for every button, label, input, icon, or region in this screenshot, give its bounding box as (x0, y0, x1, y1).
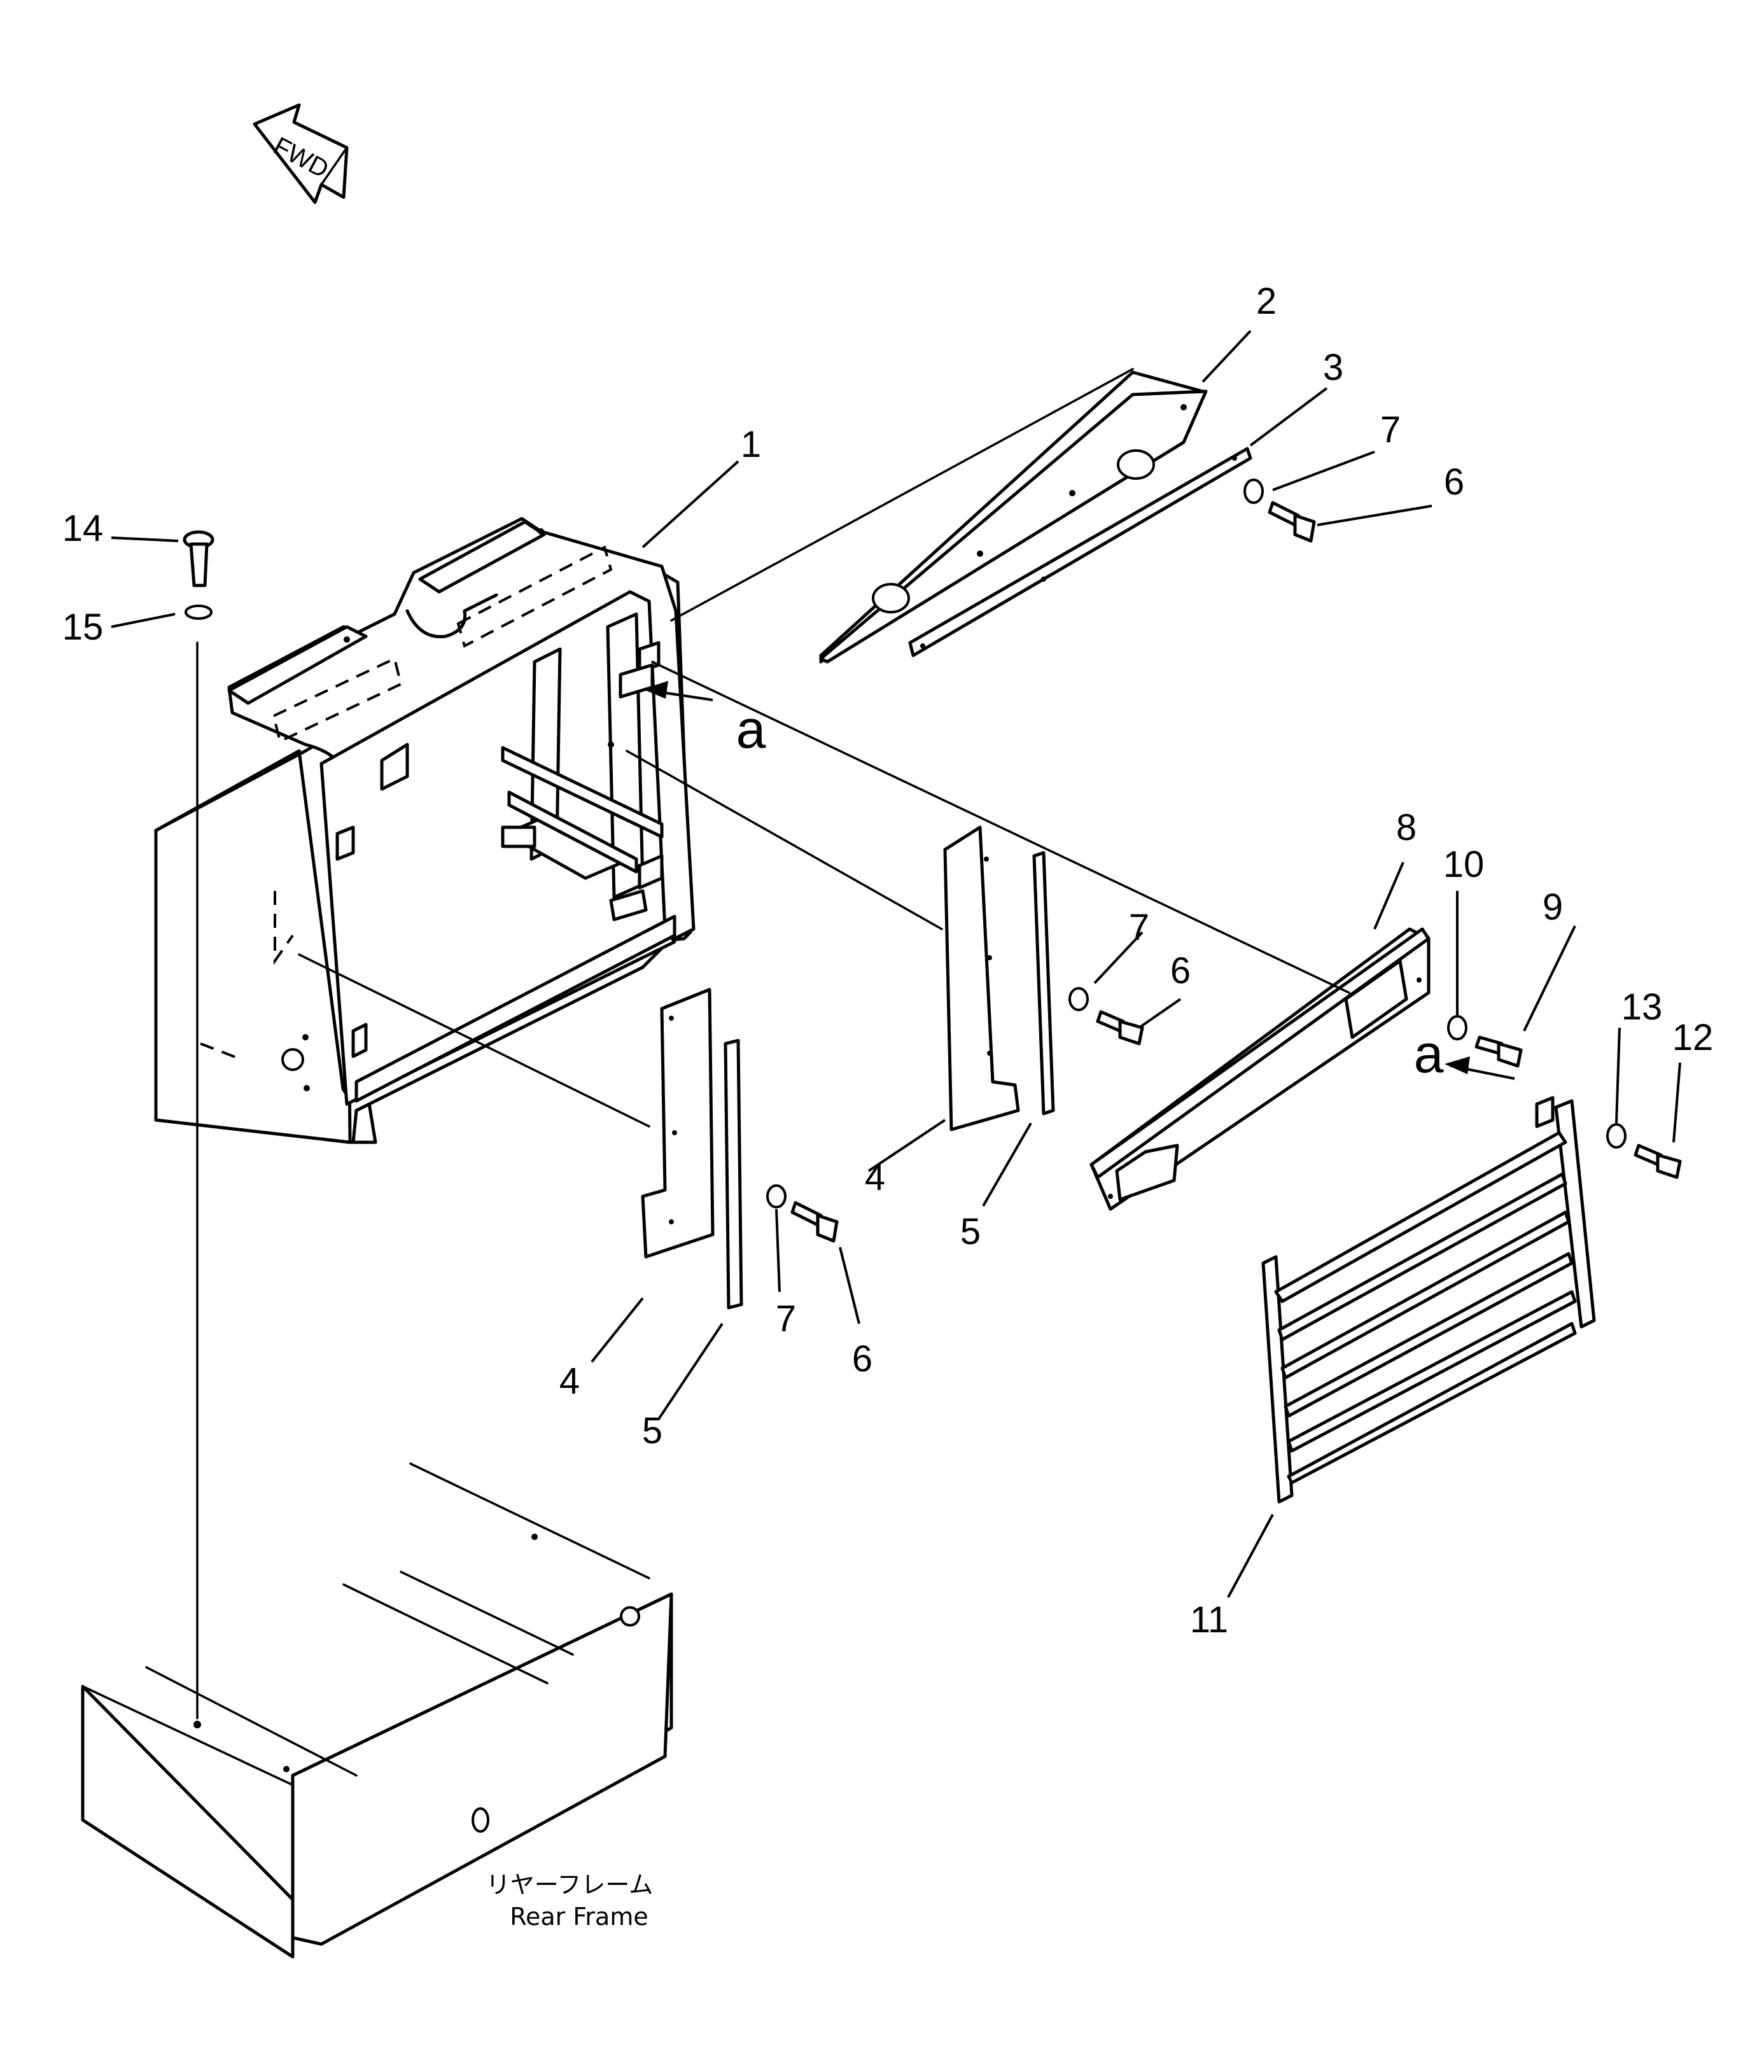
part-9-bolt (1474, 1035, 1523, 1068)
callout-9: 9 (1543, 886, 1563, 928)
part-10-washer (1447, 1015, 1467, 1040)
callout-6-low: 6 (852, 1338, 872, 1380)
callout-7-top: 7 (1380, 409, 1401, 451)
callout-6-mid: 6 (1170, 950, 1191, 991)
callout-12: 12 (1672, 1017, 1714, 1058)
part-5-strip-right (1032, 851, 1055, 1116)
part-4-plate-left (641, 988, 715, 1259)
callout-5-left: 5 (642, 1410, 662, 1452)
part-15-washer (185, 605, 213, 620)
part-4-plate-right (943, 825, 1020, 1131)
callout-leaders (111, 330, 1681, 1598)
part-1-frame (154, 517, 696, 1144)
callout-4-left: 4 (559, 1361, 580, 1402)
callout-8: 8 (1396, 807, 1417, 848)
view-a-label-lower: a (1414, 1024, 1444, 1084)
part-3-seal-strip (908, 447, 1252, 657)
callout-6-top: 6 (1444, 461, 1464, 503)
part-2-top-cover (819, 370, 1208, 664)
view-a-label-upper: a (736, 699, 766, 759)
part-13-washer (1606, 1123, 1627, 1149)
callout-2: 2 (1256, 281, 1277, 322)
callout-5-right: 5 (960, 1211, 981, 1252)
callout-1: 1 (741, 424, 761, 465)
callout-3: 3 (1323, 347, 1343, 388)
view-a-arrow-lower (1445, 1056, 1515, 1080)
part-5-strip-left (724, 1039, 743, 1310)
callout-15: 15 (62, 606, 104, 648)
view-a-arrow-upper (643, 681, 713, 701)
part-8-frame-plate (1089, 927, 1431, 1211)
fwd-arrow: FWD (253, 103, 349, 204)
part-11-grille (1261, 1096, 1596, 1504)
part-6-bolt-low (790, 1201, 839, 1243)
part-7-washer-top (1243, 479, 1264, 504)
rear-frame-label-jp: リヤーフレーム (486, 1871, 654, 1899)
rear-frame-label-en: Rear Frame (510, 1903, 648, 1931)
part-12-bolt (1634, 1144, 1682, 1179)
assembly-lines (196, 368, 1350, 1719)
callout-4-right: 4 (865, 1157, 885, 1198)
part-6-bolt-mid (1096, 1010, 1144, 1046)
callout-14: 14 (62, 508, 104, 549)
callout-11: 11 (1190, 1599, 1228, 1641)
callout-7-mid: 7 (1129, 907, 1149, 948)
callout-10: 10 (1443, 844, 1485, 885)
callout-13: 13 (1621, 986, 1663, 1028)
part-6-bolt-top (1268, 501, 1316, 543)
part-7-washer-low (766, 1184, 787, 1208)
part-14-bolt (183, 530, 214, 587)
rear-frame: リヤーフレーム Rear Frame (81, 1462, 673, 1959)
callout-7-low: 7 (776, 1298, 796, 1340)
part-7-washer-mid (1068, 987, 1089, 1011)
